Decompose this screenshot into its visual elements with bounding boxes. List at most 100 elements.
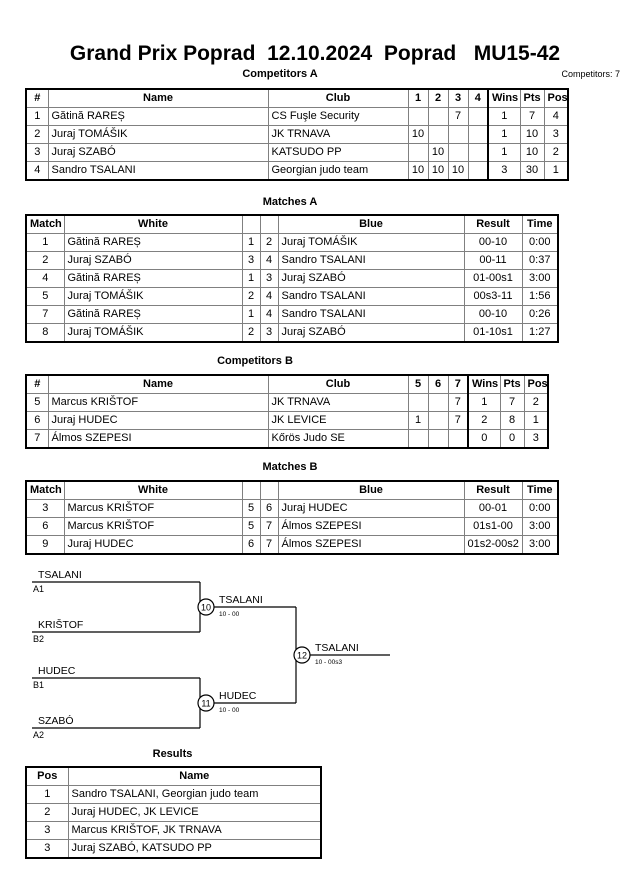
cell-club: CS Fuşle Security bbox=[267, 107, 409, 126]
cell-name: Gătină RAREȘ bbox=[47, 107, 269, 126]
col-m2: 2 bbox=[427, 88, 449, 108]
cell-result: 01-00s1 bbox=[463, 269, 523, 288]
col-white: White bbox=[63, 214, 243, 234]
cell-white-seed: 6 bbox=[241, 535, 261, 555]
cell-pts: 10 bbox=[519, 143, 545, 162]
cell-name: Juraj HUDEC bbox=[47, 411, 269, 430]
cell-club: Kőrös Judo SE bbox=[267, 429, 409, 449]
cell-blue-seed: 3 bbox=[259, 269, 279, 288]
cell-pts: 8 bbox=[499, 411, 525, 430]
cell-pts: 30 bbox=[519, 161, 545, 181]
cell-blue-seed: 6 bbox=[259, 499, 279, 518]
cell-score-1 bbox=[427, 125, 449, 144]
cell-score-0: 10 bbox=[407, 161, 429, 181]
cell-white-name: Marcus KRIŠTOF bbox=[63, 499, 243, 518]
cell-pos: 1 bbox=[523, 411, 549, 430]
table-header-row: Match White Blue Result Time bbox=[25, 214, 559, 234]
cell-white-name: Juraj HUDEC bbox=[63, 535, 243, 555]
col-m7: 7 bbox=[447, 374, 469, 394]
cell-result: 00-01 bbox=[463, 499, 523, 518]
cell-score-2: 10 bbox=[447, 161, 469, 181]
cell-name: Juraj TOMÁŠIK bbox=[47, 125, 269, 144]
cell-pos: 2 bbox=[543, 143, 569, 162]
cell-club: JK TRNAVA bbox=[267, 125, 409, 144]
col-name: Name bbox=[47, 88, 269, 108]
cell-white-name: Marcus KRIŠTOF bbox=[63, 517, 243, 536]
cell-white-seed: 1 bbox=[241, 305, 261, 324]
cell-blue-seed: 7 bbox=[259, 535, 279, 555]
cell-white-name: Gătină RAREȘ bbox=[63, 233, 243, 252]
bracket-match-11-number: 11 bbox=[201, 699, 210, 709]
bracket-entry-seed-3: A2 bbox=[33, 730, 44, 740]
section-caption-matches-b: Matches B bbox=[262, 461, 318, 473]
table-header-row: # Name Club 1 2 3 4 Wins Pts Pos bbox=[25, 88, 569, 108]
bracket-entry-name-3: SZABÓ bbox=[38, 714, 74, 727]
cell-blue-seed: 4 bbox=[259, 305, 279, 324]
cell-pos: 3 bbox=[25, 821, 69, 840]
cell-result: 01s1-00 bbox=[463, 517, 523, 536]
cell-score-0 bbox=[407, 143, 429, 162]
cell-pos: 1 bbox=[25, 785, 69, 804]
cell-wins: 1 bbox=[487, 125, 521, 144]
cell-score-0: 1 bbox=[407, 411, 429, 430]
elimination-bracket: 10 11 12 TSALANI A1 KRIŠTOF B2 HUDEC B1 … bbox=[0, 560, 430, 745]
cell-match-number: 1 bbox=[25, 233, 65, 252]
cell-white-name: Juraj TOMÁŠIK bbox=[63, 287, 243, 306]
cell-white-seed: 3 bbox=[241, 251, 261, 270]
col-club: Club bbox=[267, 374, 409, 394]
cell-pos: 3 bbox=[523, 429, 549, 449]
cell-time: 3:00 bbox=[521, 269, 559, 288]
cell-club: KATSUDO PP bbox=[267, 143, 409, 162]
cell-blue-name: Sandro TSALANI bbox=[277, 305, 465, 324]
col-blue: Blue bbox=[277, 480, 465, 500]
page-title: Grand Prix Poprad 12.10.2024 Poprad MU15… bbox=[69, 42, 561, 65]
cell-pos: 2 bbox=[523, 393, 549, 412]
cell-time: 1:27 bbox=[521, 323, 559, 343]
cell-pos: 3 bbox=[543, 125, 569, 144]
cell-score-0 bbox=[407, 393, 429, 412]
col-pos: Pos bbox=[543, 88, 569, 108]
cell-score-1 bbox=[427, 107, 449, 126]
cell-time: 0:00 bbox=[521, 499, 559, 518]
cell-white-seed: 5 bbox=[241, 499, 261, 518]
cell-blue-seed: 4 bbox=[259, 251, 279, 270]
cell-pos: 3 bbox=[25, 839, 69, 859]
col-match: Match bbox=[25, 214, 65, 234]
table-header-row: Pos Name bbox=[25, 766, 322, 786]
col-pts: Pts bbox=[519, 88, 545, 108]
cell-num: 5 bbox=[25, 393, 49, 412]
cell-name: Juraj SZABÓ bbox=[47, 143, 269, 162]
section-caption-competitors-b: Competitors B bbox=[217, 355, 293, 367]
cell-blue-name: Álmos SZEPESI bbox=[277, 535, 465, 555]
cell-result: 00-11 bbox=[463, 251, 523, 270]
cell-score-1 bbox=[427, 429, 449, 449]
cell-name: Juraj HUDEC, JK LEVICE bbox=[67, 803, 322, 822]
cell-match-number: 5 bbox=[25, 287, 65, 306]
cell-club: Georgian judo team bbox=[267, 161, 409, 181]
cell-wins: 1 bbox=[487, 143, 521, 162]
col-time: Time bbox=[521, 214, 559, 234]
cell-match-number: 7 bbox=[25, 305, 65, 324]
col-m6: 6 bbox=[427, 374, 449, 394]
cell-score-1 bbox=[427, 393, 449, 412]
bracket-match-11-circle bbox=[197, 694, 215, 712]
cell-num: 1 bbox=[25, 107, 49, 126]
cell-time: 0:26 bbox=[521, 305, 559, 324]
cell-pos: 2 bbox=[25, 803, 69, 822]
cell-white-seed: 1 bbox=[241, 269, 261, 288]
col-m5: 5 bbox=[407, 374, 429, 394]
